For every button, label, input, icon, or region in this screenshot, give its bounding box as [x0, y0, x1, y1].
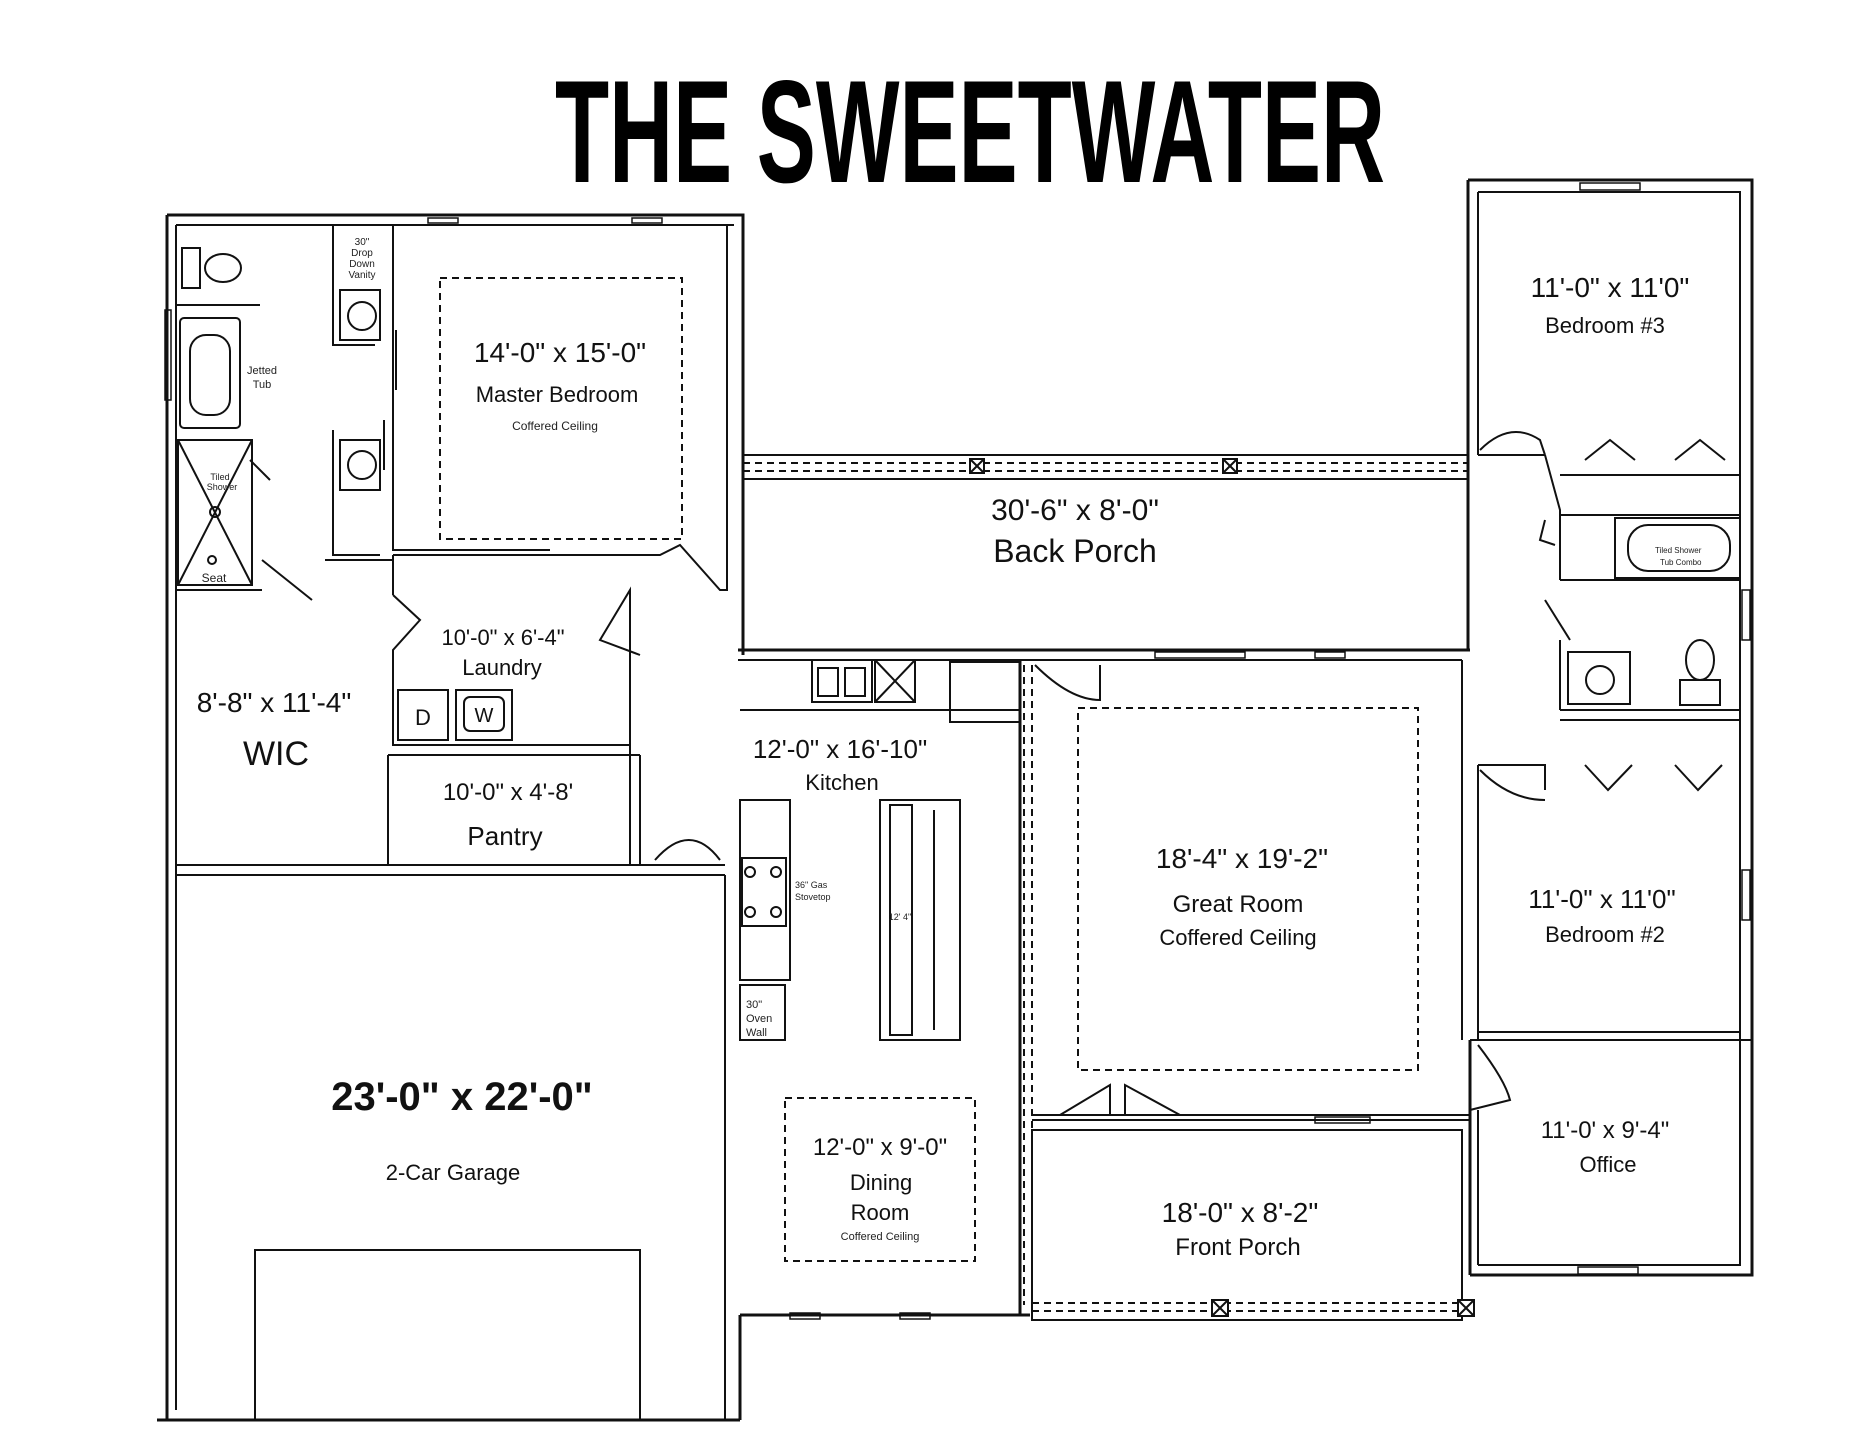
front-porch	[1031, 1129, 1475, 1321]
oven-wall-line: Wall	[746, 1027, 767, 1039]
jetted-tub-line: Jetted	[247, 365, 277, 377]
dryer-label: D	[415, 705, 431, 730]
island-length-label: 12' 4"	[889, 912, 911, 922]
tiled-shower-line: Shower	[207, 482, 238, 492]
oven-wall-label: 30" Oven Wall	[746, 999, 772, 1039]
wic-dim: 8'-8" x 11'-4"	[197, 687, 352, 718]
front-porch-label: Front Porch	[1175, 1234, 1300, 1261]
jetted-tub-line: Tub	[253, 379, 272, 391]
back-porch-dim: 30'-6" x 8'-0"	[991, 494, 1159, 527]
garage-label: 2-Car Garage	[386, 1160, 521, 1185]
master-bedroom-note: Coffered Ceiling	[512, 419, 598, 433]
pantry-dim: 10'-0" x 4'-8'	[443, 779, 573, 806]
tiled-shower-line: Tiled	[210, 472, 229, 482]
plan-title: THE SWEETWATER	[555, 50, 1385, 213]
office-dim: 11'-0' x 9'-4"	[1541, 1117, 1670, 1144]
dining-label-line2: Room	[851, 1200, 910, 1225]
oven-wall-line: Oven	[746, 1013, 772, 1025]
dining-label-line1: Dining	[850, 1170, 912, 1195]
front-porch-dim: 18'-0" x 8'-2"	[1162, 1197, 1319, 1228]
tub-combo-label: Tiled Shower Tub Combo	[1655, 546, 1702, 567]
tub-combo-line: Tiled Shower	[1655, 546, 1702, 555]
office-label: Office	[1579, 1152, 1636, 1177]
back-porch-label: Back Porch	[993, 533, 1157, 569]
kitchen-label: Kitchen	[805, 770, 878, 795]
washer-label: W	[475, 705, 494, 727]
garage-dim: 23'-0" x 22'-0"	[331, 1075, 593, 1119]
bedroom3-label: Bedroom #3	[1545, 313, 1665, 338]
master-bedroom-label: Master Bedroom	[476, 382, 639, 407]
laundry-dim: 10'-0" x 6'-4"	[441, 625, 564, 650]
great-room-label: Great Room	[1173, 891, 1304, 918]
vanity-label: 30" Drop Down Vanity	[348, 237, 375, 281]
great-room-note: Coffered Ceiling	[1159, 925, 1316, 950]
tiled-shower-label: Tiled Shower	[207, 472, 238, 492]
stovetop-label: 36" Gas Stovetop	[795, 880, 831, 902]
garage-walls	[254, 875, 726, 1421]
vanity-label-line: Down	[349, 259, 375, 270]
back-porch	[743, 454, 1468, 480]
bedroom3-dim: 11'-0" x 11'0"	[1531, 272, 1690, 303]
great-room	[1032, 660, 1470, 1121]
stovetop-line: Stovetop	[795, 892, 831, 902]
great-room-dim: 18'-4" x 19'-2"	[1156, 843, 1328, 874]
bedroom-wing	[1469, 431, 1752, 1265]
bedroom2-label: Bedroom #2	[1545, 922, 1665, 947]
vanity-label-line: Vanity	[348, 270, 375, 281]
dining-dim: 12'-0" x 9'-0"	[813, 1134, 947, 1161]
jetted-tub-label: Jetted Tub	[247, 365, 277, 391]
dining-note: Coffered Ceiling	[841, 1231, 920, 1243]
pantry-label: Pantry	[467, 821, 542, 851]
kitchen-dim: 12'-0" x 16'-10"	[753, 734, 927, 764]
master-suite	[176, 225, 728, 601]
vanity-label-line: Drop	[351, 248, 373, 259]
tub-combo-line: Tub Combo	[1660, 558, 1702, 567]
bedroom2-dim: 11'-0" x 11'0"	[1528, 884, 1675, 914]
laundry-label: Laundry	[462, 655, 542, 680]
oven-wall-line: 30"	[746, 999, 762, 1011]
seat-label: Seat	[202, 571, 227, 585]
windows	[164, 182, 1751, 1320]
utility-rooms	[176, 555, 725, 876]
stovetop-line: 36" Gas	[795, 880, 828, 890]
master-bedroom-dim: 14'-0" x 15'-0"	[474, 337, 646, 368]
wic-label: WIC	[243, 735, 309, 773]
vanity-label-line: 30"	[355, 237, 370, 248]
